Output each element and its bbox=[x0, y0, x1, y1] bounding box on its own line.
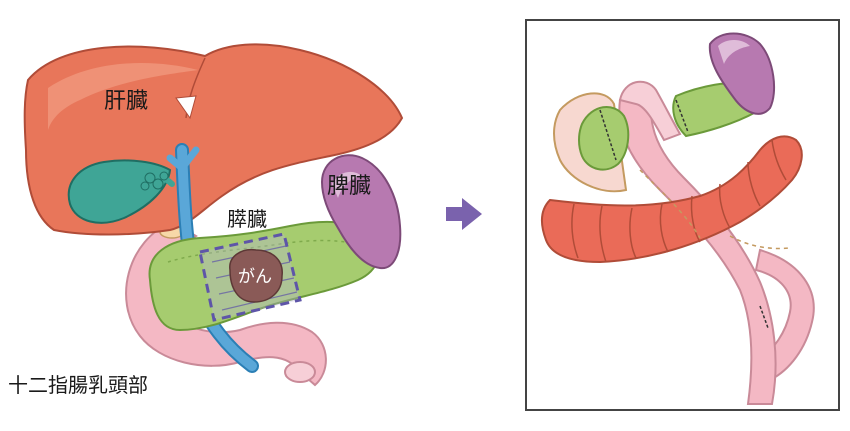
pancreas-texture bbox=[167, 239, 367, 263]
hepatic-ducts bbox=[166, 146, 200, 174]
pancreas-remnant-left bbox=[578, 106, 630, 171]
gallbladder bbox=[67, 159, 172, 224]
pancreas-label: 膵臓 bbox=[227, 207, 267, 231]
lymph-nodes bbox=[140, 171, 169, 191]
colon-haustra bbox=[571, 139, 787, 263]
colon bbox=[540, 135, 803, 264]
cancer-label: がん bbox=[238, 267, 272, 287]
right-arrow-icon bbox=[446, 198, 482, 230]
duodenum-end bbox=[284, 361, 316, 383]
tumor bbox=[229, 248, 283, 303]
spleen-after-highlight bbox=[718, 40, 750, 64]
spleen-highlight bbox=[332, 171, 362, 198]
staple-lines bbox=[599, 99, 769, 329]
cut-guides bbox=[639, 169, 791, 250]
small-intestine bbox=[618, 99, 777, 405]
spleen-label: 脾臓 bbox=[327, 174, 371, 199]
liver-highlight bbox=[48, 63, 198, 130]
papilla-label: 十二指腸乳頭部 bbox=[8, 373, 148, 397]
anatomy-before: 肝臓 脾臓 膵臓 がん 十二指腸乳頭部 bbox=[8, 43, 404, 397]
small-intestine-loop bbox=[618, 80, 682, 142]
liver-ligament bbox=[175, 95, 197, 120]
anatomy-after-panel bbox=[525, 19, 840, 411]
liver-label: 肝臓 bbox=[104, 89, 148, 114]
